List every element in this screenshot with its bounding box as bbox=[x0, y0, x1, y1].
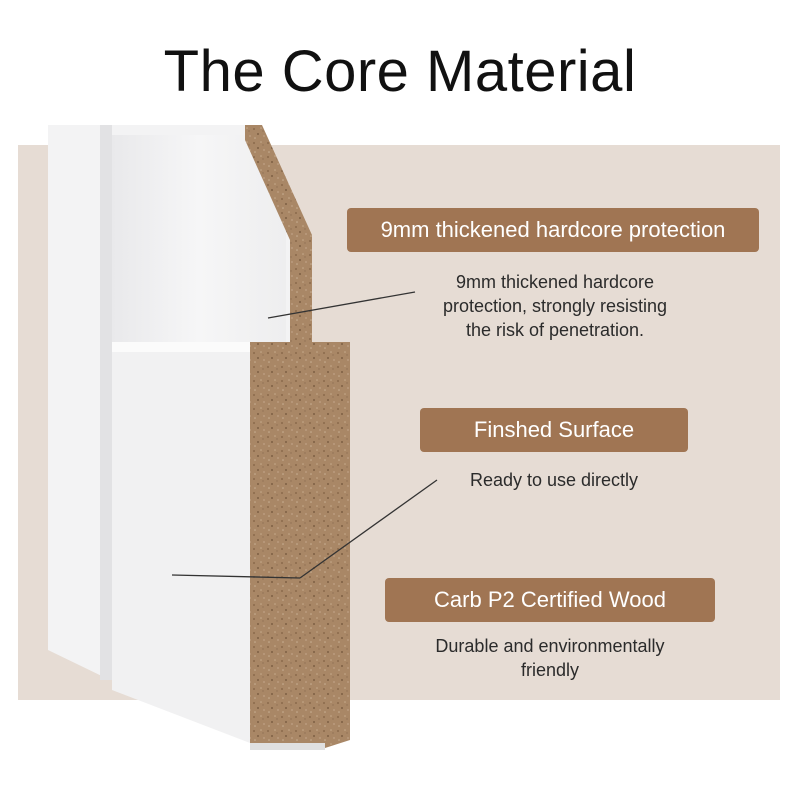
finished-surface-label: Finshed Surface bbox=[420, 408, 688, 452]
door-recess bbox=[112, 135, 286, 345]
upper-core-strip bbox=[245, 125, 312, 355]
lower-core-block bbox=[250, 342, 350, 748]
page-title: The Core Material bbox=[163, 39, 637, 104]
carb-p2-wood-label: Carb P2 Certified Wood bbox=[385, 578, 715, 622]
hardcore-protection-description: 9mm thickened hardcore protection, stron… bbox=[442, 272, 668, 340]
door-lower-face bbox=[112, 342, 250, 743]
hardcore-protection-label: 9mm thickened hardcore protection bbox=[347, 208, 759, 252]
carb-p2-wood-description: Durable and environmentally friendly bbox=[435, 636, 665, 680]
finished-surface-description: Ready to use directly bbox=[469, 470, 639, 490]
